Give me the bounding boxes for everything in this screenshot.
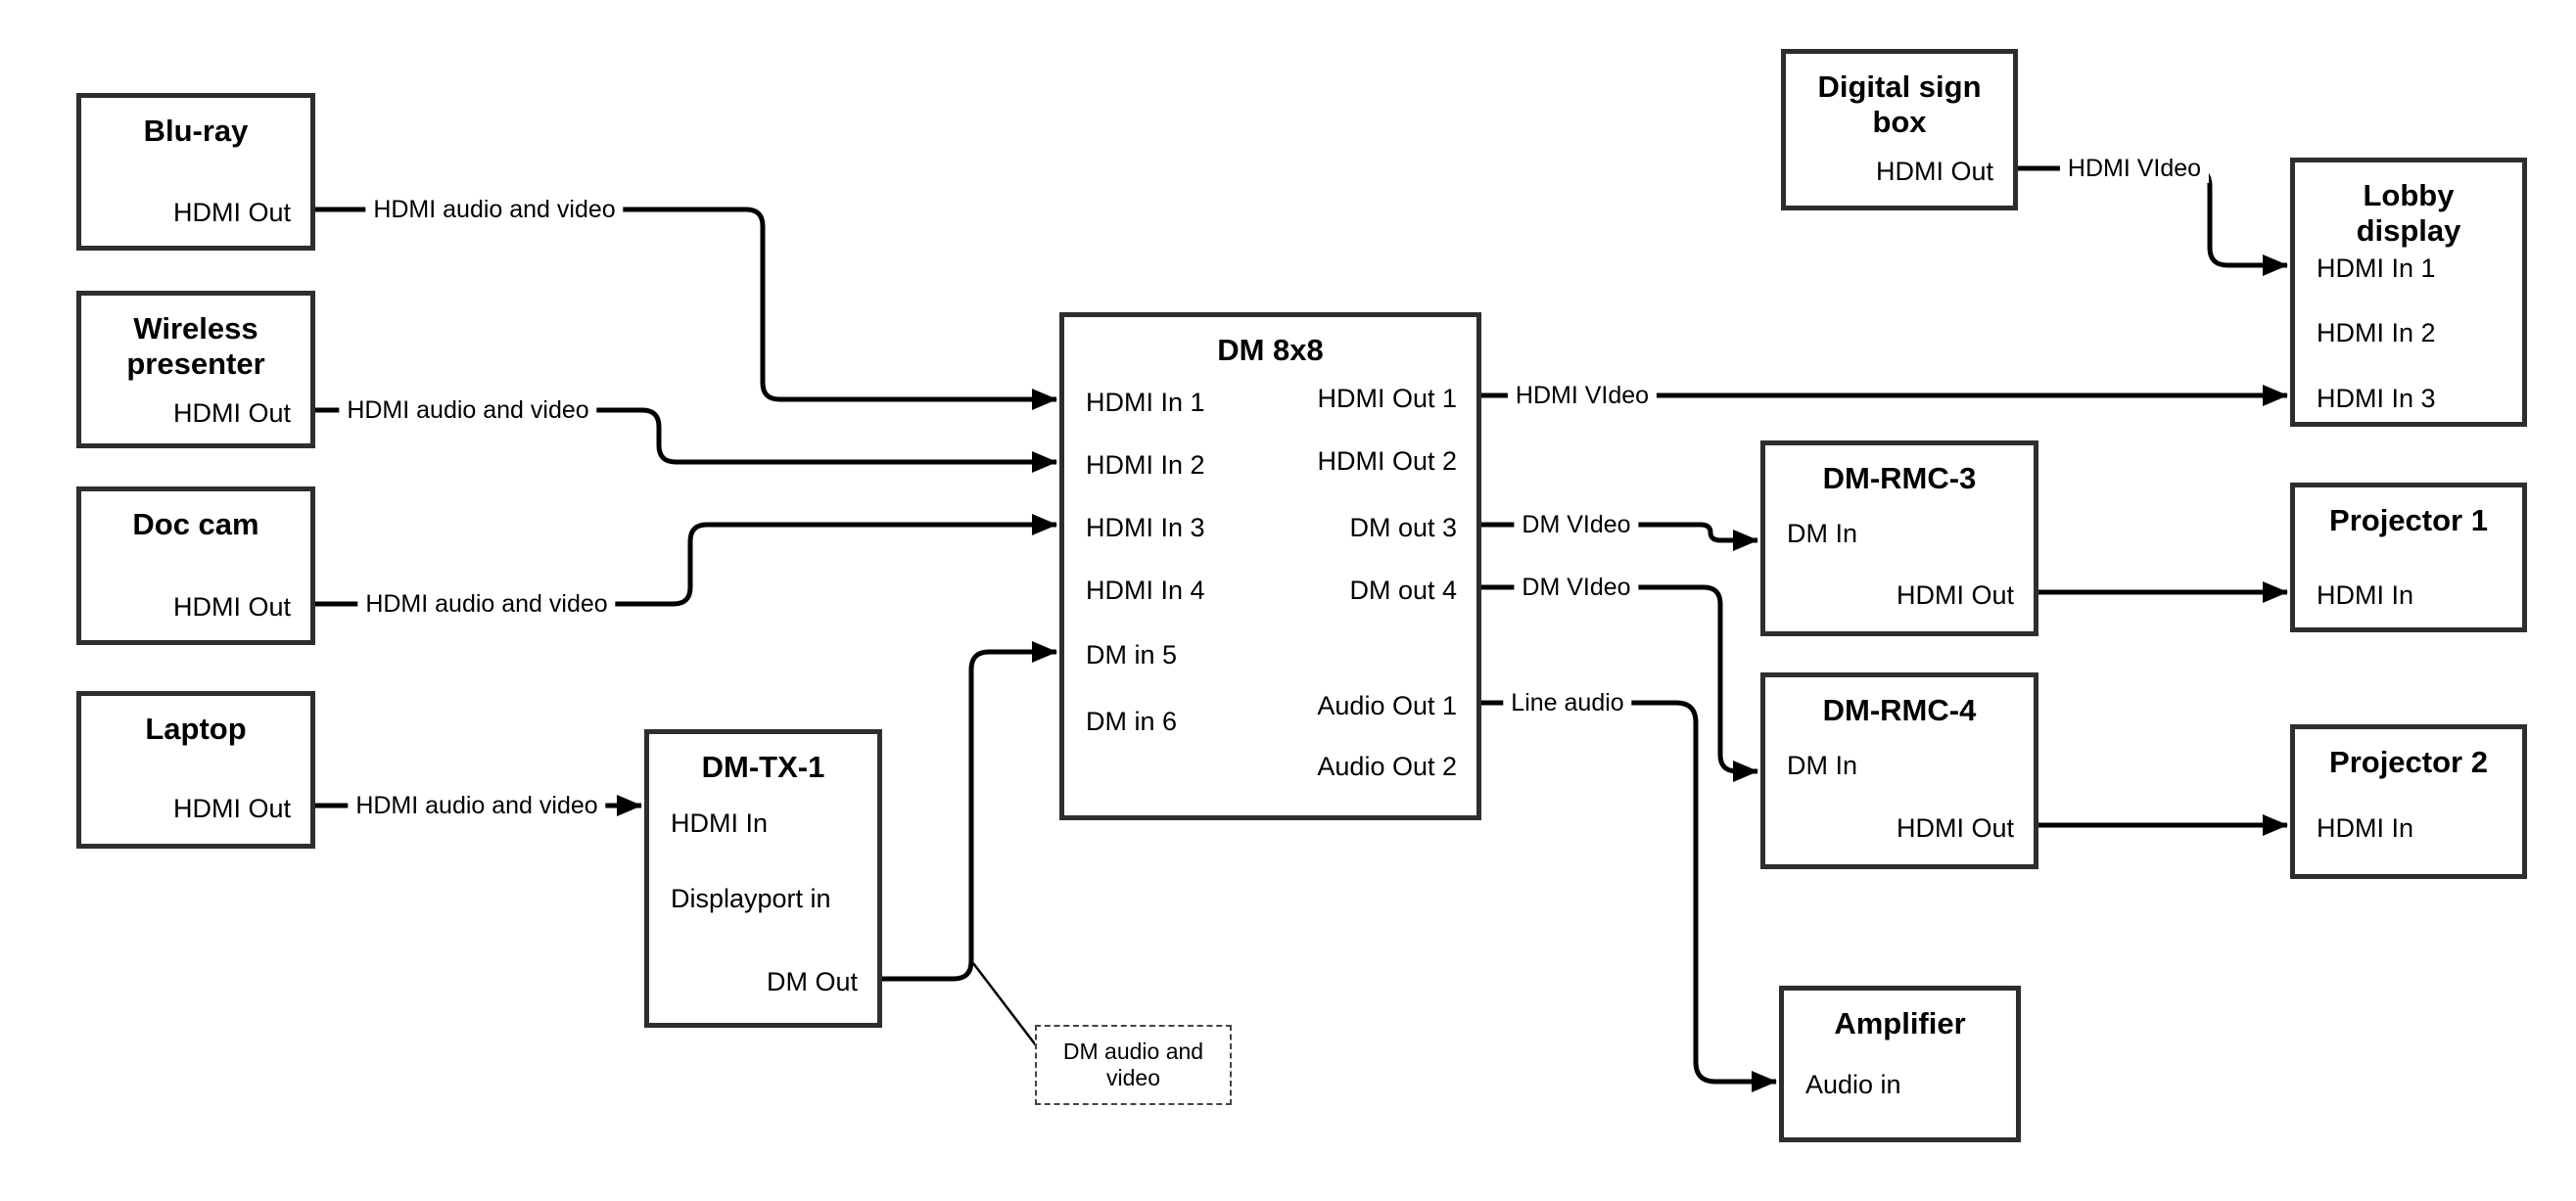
node-title-laptop: Laptop: [145, 712, 247, 746]
port-lobby-display-hdmi-in-2: HDMI In 2: [2317, 317, 2436, 347]
port-laptop-hdmi-out: HDMI Out: [172, 793, 291, 823]
wire-label-doccam-to-dm8x8-in3: HDMI audio and video: [357, 589, 616, 619]
port-dm-rmc-3-dm-in: DM In: [1787, 518, 1858, 548]
node-projector-2[interactable]: Projector 2 HDMI In: [2290, 724, 2527, 879]
node-title-dm-rmc-4: DM-RMC-4: [1822, 693, 1977, 727]
node-dm-rmc-3[interactable]: DM-RMC-3 DM In HDMI Out: [1760, 440, 2038, 636]
wire-label-bluray-to-dm8x8-in1: HDMI audio and video: [365, 195, 624, 224]
annotation-note[interactable]: DM audio and video: [1035, 1025, 1232, 1105]
node-projector-1[interactable]: Projector 1 HDMI In: [2290, 483, 2527, 632]
port-projector-2-hdmi-in: HDMI In: [2317, 812, 2414, 843]
node-dm-rmc-4[interactable]: DM-RMC-4 DM In HDMI Out: [1760, 672, 2038, 869]
port-dm-8x8-dm-in-5: DM in 5: [1086, 639, 1178, 670]
node-title-dm-tx-1: DM-TX-1: [701, 750, 825, 784]
wire-bluray-to-dm8x8-in1: [315, 207, 1057, 410]
node-title-lobby-display: Lobby display: [2356, 178, 2461, 248]
wire-dm8x8-audioout1-to-amplifier: [1481, 700, 1777, 1092]
port-dm-8x8-hdmi-in-1: HDMI In 1: [1086, 387, 1205, 417]
wire-doccam-to-dm8x8-in3: [315, 514, 1057, 607]
node-title-dm-8x8: DM 8x8: [1217, 333, 1324, 367]
port-dm-rmc-4-dm-in: DM In: [1787, 750, 1858, 780]
wire-wireless-to-dm8x8-in2: [315, 407, 1057, 473]
wire-label-dm8x8-hdmiout1-to-lobby-in3: HDMI VIdeo: [1507, 381, 1658, 410]
wire-label-dm8x8-dmout3-to-rmc3-dmin: DM VIdeo: [1514, 510, 1639, 539]
port-doc-cam-hdmi-out: HDMI Out: [172, 591, 291, 622]
node-title-digital-sign-box: Digital sign box: [1817, 69, 1982, 139]
port-dm-rmc-4-hdmi-out: HDMI Out: [1896, 812, 2014, 843]
port-dm-8x8-dm-in-6: DM in 6: [1086, 706, 1178, 736]
node-title-blu-ray: Blu-ray: [143, 114, 249, 148]
port-dm-8x8-hdmi-in-3: HDMI In 3: [1086, 512, 1205, 542]
node-title-projector-1: Projector 1: [2329, 503, 2488, 537]
note-leader-line: [972, 962, 1037, 1046]
port-dm-8x8-hdmi-out-2: HDMI Out 2: [1317, 445, 1457, 476]
node-title-projector-2: Projector 2: [2329, 745, 2488, 779]
node-title-wireless-presenter: Wireless presenter: [126, 311, 265, 381]
port-dm-tx-1-displayport-in: Displayport in: [671, 883, 831, 913]
port-dm-8x8-dm-out-4: DM out 4: [1349, 575, 1457, 605]
port-projector-1-hdmi-in: HDMI In: [2317, 579, 2414, 610]
port-amplifier-audio-in: Audio in: [1805, 1069, 1901, 1099]
port-dm-8x8-hdmi-in-2: HDMI In 2: [1086, 449, 1205, 480]
wire-dm8x8-dmout3-to-rmc3-dmin: [1481, 522, 1758, 551]
port-blu-ray-hdmi-out: HDMI Out: [172, 197, 291, 227]
wire-label-wireless-to-dm8x8-in2: HDMI audio and video: [339, 395, 597, 425]
port-dm-8x8-dm-out-3: DM out 3: [1349, 512, 1457, 542]
port-lobby-display-hdmi-in-3: HDMI In 3: [2317, 383, 2436, 413]
wire-dm8x8-dmout4-to-rmc4-dmin: [1481, 584, 1758, 782]
wire-dmtx1-dmout-to-dm8x8-dmin5: [882, 641, 1057, 982]
port-dm-tx-1-hdmi-in: HDMI In: [671, 808, 769, 838]
wire-label-dm8x8-dmout4-to-rmc4-dmin: DM VIdeo: [1514, 573, 1639, 602]
node-title-doc-cam: Doc cam: [132, 507, 259, 541]
port-dm-tx-1-dm-out: DM Out: [766, 966, 858, 996]
node-title-amplifier: Amplifier: [1834, 1006, 1966, 1040]
port-dm-8x8-audio-out-1: Audio Out 1: [1317, 690, 1457, 720]
port-dm-rmc-3-hdmi-out: HDMI Out: [1896, 579, 2014, 610]
node-title-dm-rmc-3: DM-RMC-3: [1822, 461, 1977, 495]
port-digital-sign-box-hdmi-out: HDMI Out: [1875, 156, 1993, 186]
port-dm-8x8-audio-out-2: Audio Out 2: [1317, 751, 1457, 781]
port-wireless-presenter-hdmi-out: HDMI Out: [172, 397, 291, 428]
wire-label-laptop-to-dmtx1-hdmi-in: HDMI audio and video: [348, 791, 606, 820]
wire-label-dm8x8-audioout1-to-amplifier: Line audio: [1503, 688, 1632, 717]
port-dm-8x8-hdmi-out-1: HDMI Out 1: [1317, 383, 1457, 413]
annotation-note-text: DM audio and video: [1062, 1039, 1204, 1090]
port-dm-8x8-hdmi-in-4: HDMI In 4: [1086, 575, 1205, 605]
port-lobby-display-hdmi-in-1: HDMI In 1: [2317, 253, 2436, 283]
wire-label-digitalsign-to-lobby-in1: HDMI VIdeo: [2059, 154, 2210, 183]
